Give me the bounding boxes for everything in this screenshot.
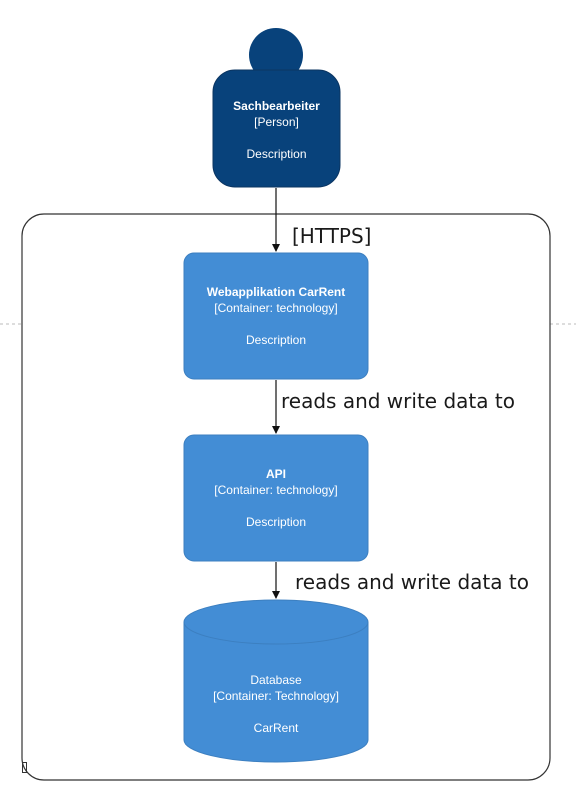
- webapp-label: Webapplikation CarRent [Container: techn…: [184, 284, 368, 348]
- database-label: Database [Container: Technology] CarRent: [184, 672, 368, 736]
- api-name: API: [265, 467, 286, 481]
- database-node[interactable]: [183, 599, 369, 763]
- webapp-name: Webapplikation CarRent: [206, 285, 346, 299]
- api-description: Description: [245, 515, 307, 529]
- person-body: [212, 69, 341, 188]
- database-type: [Container: Technology]: [213, 689, 339, 703]
- person-name: Sachbearbeiter: [233, 99, 320, 113]
- system-boundary[interactable]: [21, 213, 551, 781]
- database-name: Database: [250, 673, 302, 687]
- person-description: Description: [246, 147, 307, 161]
- person-node[interactable]: [212, 28, 341, 188]
- api-container-node[interactable]: [183, 434, 369, 562]
- edge-label-webapp-to-api[interactable]: reads and write data to: [281, 389, 515, 413]
- database-description: CarRent: [253, 721, 299, 735]
- webapp-description: Description: [245, 333, 307, 347]
- webapp-type: [Container: technology]: [214, 301, 338, 315]
- missing-glyph-icon: [22, 762, 27, 773]
- edge-label-https[interactable]: [HTTPS]: [292, 224, 372, 248]
- api-type: [Container: technology]: [214, 483, 338, 497]
- person-type: [Person]: [254, 115, 299, 129]
- person-label: Sachbearbeiter [Person] Description: [213, 98, 340, 162]
- webapp-container-node[interactable]: [183, 252, 369, 380]
- database-body: [183, 622, 369, 763]
- api-label: API [Container: technology] Description: [184, 466, 368, 530]
- database-top: [183, 599, 369, 645]
- edge-label-api-to-database[interactable]: reads and write data to: [295, 570, 529, 594]
- person-icon: [249, 28, 303, 82]
